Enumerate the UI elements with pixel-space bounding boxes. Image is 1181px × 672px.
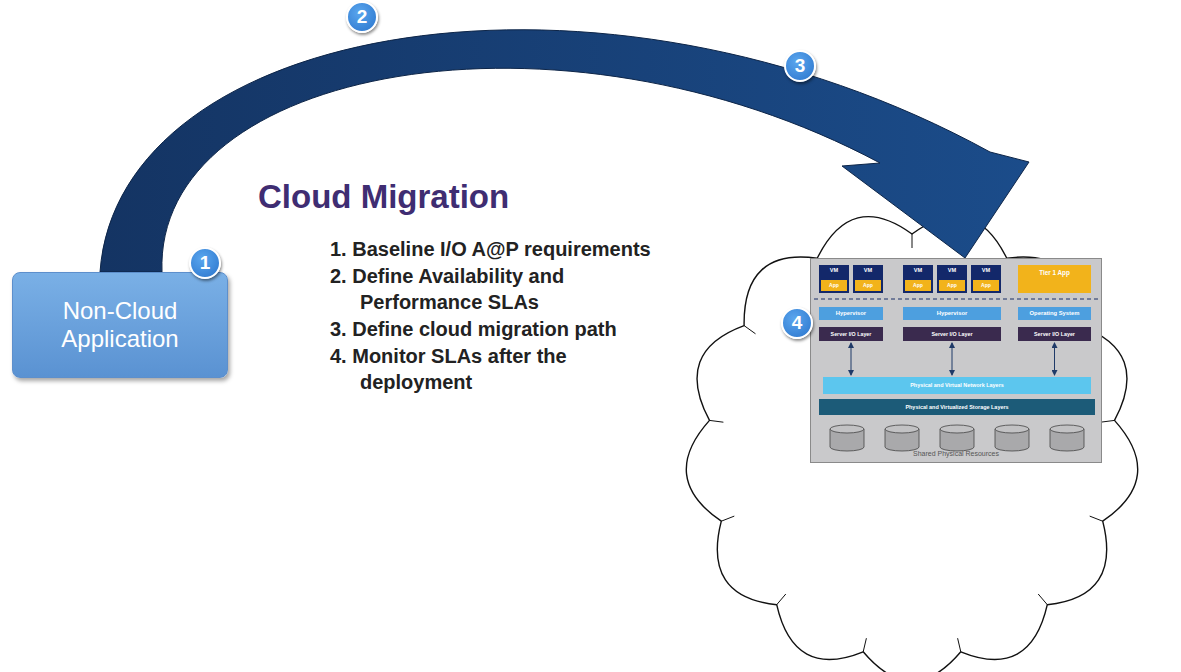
node-label: Server I/O Layer xyxy=(1018,327,1091,341)
layer-box: App xyxy=(855,280,881,291)
cloud-crease xyxy=(721,516,734,521)
node-label: Physical and Virtualized Storage Layers xyxy=(819,399,1095,415)
node-label: VM xyxy=(971,267,1001,273)
cloud-crease xyxy=(744,326,755,334)
node-label: App xyxy=(855,280,881,291)
node-label: Non-Cloud Application xyxy=(19,297,221,353)
layer-box: VM App xyxy=(971,265,1001,293)
cloud-crease xyxy=(912,234,913,248)
io-arrow xyxy=(1054,343,1055,375)
callout-number: 4 xyxy=(781,307,813,339)
io-arrow xyxy=(851,343,852,375)
node-label: Hypervisor xyxy=(819,307,883,320)
layer-box: VM App xyxy=(853,265,883,293)
layer-box: Hypervisor xyxy=(819,307,883,320)
node-label: VM xyxy=(903,267,933,273)
step-list: 1. Baseline I/O A@P requirements2. Defin… xyxy=(330,236,682,396)
node-label: Server I/O Layer xyxy=(819,327,883,341)
layer-box: Server I/O Layer xyxy=(819,327,883,341)
node-label: App xyxy=(821,280,847,291)
layer-box: VM App xyxy=(937,265,967,293)
application-box: Non-Cloud Application xyxy=(12,272,228,378)
callout-number: 1 xyxy=(189,247,221,279)
node-label: VM xyxy=(819,267,849,273)
resource-panel: Shared Physical Resources VM App VM App VM App… xyxy=(810,258,1102,463)
layer-box: Server I/O Layer xyxy=(1018,327,1091,341)
step-text: 4. Monitor SLAs after the deployment xyxy=(330,343,682,395)
node-label: Server I/O Layer xyxy=(903,327,1001,341)
layer-box: App xyxy=(905,280,931,291)
layer-box: Server I/O Layer xyxy=(903,327,1001,341)
layer-box: Tier 1 App xyxy=(1018,265,1091,293)
layer-box: App xyxy=(821,280,847,291)
cloud-shape xyxy=(686,217,1137,672)
layer-box: Physical and Virtualized Storage Layers xyxy=(819,399,1095,415)
cloud-crease xyxy=(1038,594,1047,605)
node-label: App xyxy=(973,280,999,291)
layer-box: App xyxy=(939,280,965,291)
layer-box: Operating System xyxy=(1018,307,1091,320)
cloud-crease xyxy=(777,594,786,605)
cloud-crease xyxy=(958,638,961,652)
layer-box: Hypervisor xyxy=(903,307,1001,320)
layer-box: VM App xyxy=(819,265,849,293)
cloud-crease xyxy=(1101,420,1115,422)
node-label: Hypervisor xyxy=(903,307,1001,320)
node-label: VM xyxy=(853,267,883,273)
cloud-crease xyxy=(710,420,724,422)
step-text: 2. Define Availability and Performance S… xyxy=(330,263,682,315)
node-label: Physical and Virtual Network Layers xyxy=(823,377,1091,394)
cloud-crease xyxy=(863,638,866,652)
step-text: 3. Define cloud migration path xyxy=(330,316,682,342)
node-label: VM xyxy=(937,267,967,273)
diagram-title: Cloud Migration xyxy=(258,178,509,216)
layer-box: Physical and Virtual Network Layers xyxy=(823,377,1091,394)
node-label: Operating System xyxy=(1018,307,1091,320)
node-label: App xyxy=(905,280,931,291)
node-label: Tier 1 App xyxy=(1018,269,1091,276)
callout-number: 3 xyxy=(784,50,816,82)
node-label: App xyxy=(939,280,965,291)
callout-number: 2 xyxy=(346,1,378,33)
cloud-crease xyxy=(1090,516,1103,521)
step-text: 1. Baseline I/O A@P requirements xyxy=(330,236,682,262)
node-label: Shared Physical Resources xyxy=(811,450,1101,457)
layer-box: App xyxy=(973,280,999,291)
migration-arrow xyxy=(100,30,1029,272)
layer-box: VM App xyxy=(903,265,933,293)
io-arrow xyxy=(952,343,953,375)
